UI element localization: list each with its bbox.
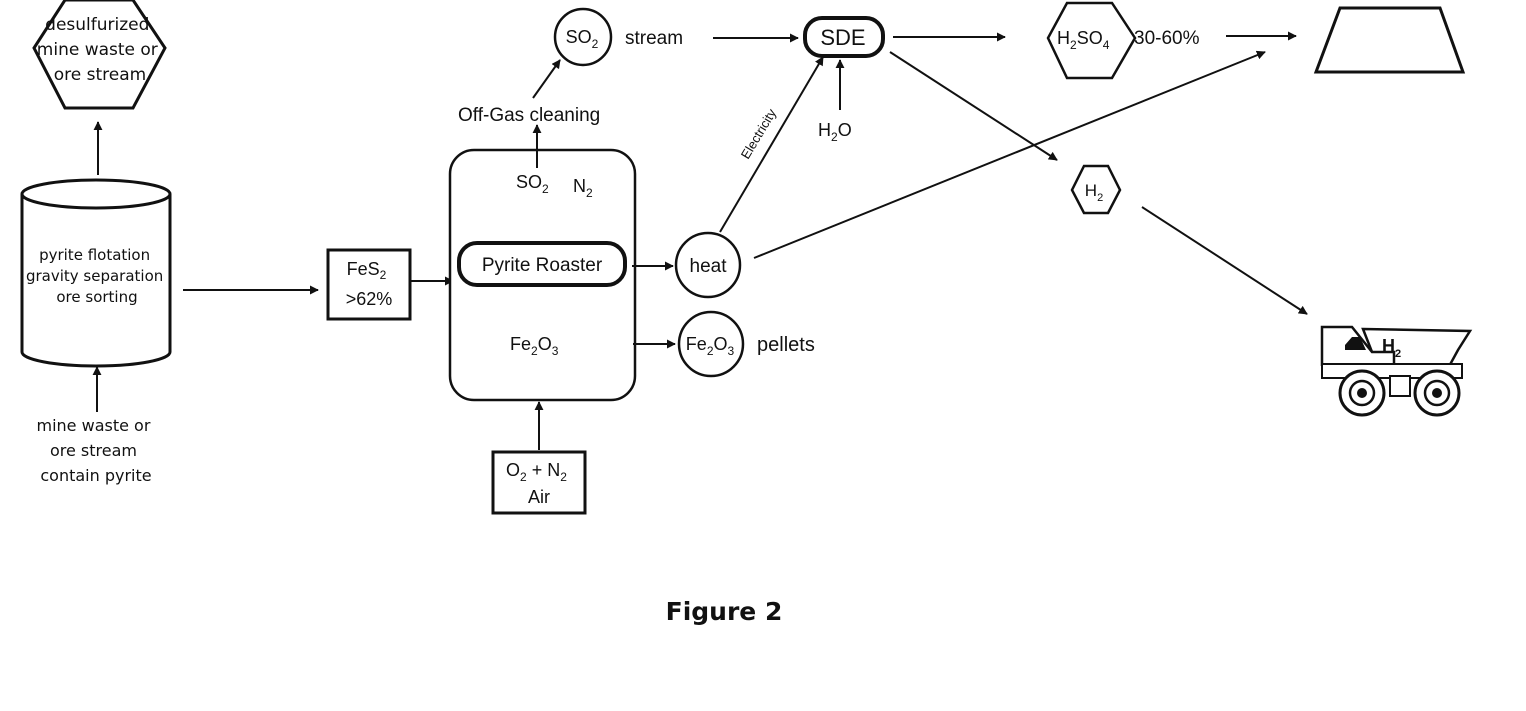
desulfurized-stream-node: desulfurized mine waste or ore stream xyxy=(34,0,165,108)
off-gas-cleaning-label: Off-Gas cleaning xyxy=(458,105,600,126)
mine-waste-input-label: mine waste or ore stream contain pyrite xyxy=(37,416,156,485)
mine-waste-line-3: contain pyrite xyxy=(40,466,151,485)
truck-front-wheel xyxy=(1340,371,1384,415)
heat-node: heat xyxy=(676,233,740,297)
so2-stream-label: stream xyxy=(625,28,683,49)
truck-fuel-cell-box xyxy=(1390,376,1410,396)
separation-line-2: gravity separation xyxy=(26,267,163,285)
desulfurized-line-2: mine waste or xyxy=(37,40,158,60)
electricity-label: Electricity xyxy=(738,106,780,162)
heat-label: heat xyxy=(690,256,728,277)
arrow-sde-to-h2 xyxy=(890,52,1057,160)
h2so4-node: H2SO4 30-60% xyxy=(1048,3,1200,78)
arrow-h2-to-truck xyxy=(1142,207,1307,314)
fes2-purity: >62% xyxy=(346,289,393,309)
roaster-vessel: SO2 N2 Pyrite Roaster Fe2O3 xyxy=(450,150,635,400)
hydrogen-haul-truck-icon: H2 xyxy=(1322,327,1470,415)
fes2-concentrate-box: FeS2 >62% xyxy=(328,250,410,319)
figure-caption: Figure 2 xyxy=(666,597,783,626)
pellets-label: pellets xyxy=(757,334,815,356)
sde-label: SDE xyxy=(820,25,865,50)
so2-stream-node: SO2 stream xyxy=(555,9,683,65)
separation-line-1: pyrite flotation xyxy=(39,246,150,264)
h2o-label: H2O xyxy=(818,120,852,144)
truck-rear-wheel xyxy=(1415,371,1459,415)
air-input-box: O2 + N2 Air xyxy=(493,452,585,513)
storage-trapezoid xyxy=(1316,8,1463,72)
h2so4-concentration: 30-60% xyxy=(1134,28,1200,49)
pyrite-roaster-label: Pyrite Roaster xyxy=(482,255,603,276)
separation-cylinder-node: pyrite flotation gravity separation ore … xyxy=(22,180,170,366)
svg-text:desulfurized mine waste: desulfurized mine waste or ore stream xyxy=(37,15,163,85)
separation-line-3: ore sorting xyxy=(56,288,137,306)
desulfurized-line-3: ore stream xyxy=(54,65,146,85)
desulfurized-line-1: desulfurized xyxy=(45,15,149,35)
mine-waste-line-1: mine waste or xyxy=(37,416,151,435)
sde-electrolyzer-node: SDE xyxy=(805,18,883,56)
arrow-heat-to-sde-electricity xyxy=(720,57,823,232)
arrow-heat-to-storage xyxy=(754,52,1265,258)
mine-waste-line-2: ore stream xyxy=(50,441,137,460)
arrow-offgas-to-so2 xyxy=(533,60,560,98)
h2-node: H2 xyxy=(1072,166,1120,213)
cylinder-top xyxy=(22,180,170,208)
fe2o3-pellets-node: Fe2O3 pellets xyxy=(679,312,815,376)
air-label: Air xyxy=(528,487,550,507)
